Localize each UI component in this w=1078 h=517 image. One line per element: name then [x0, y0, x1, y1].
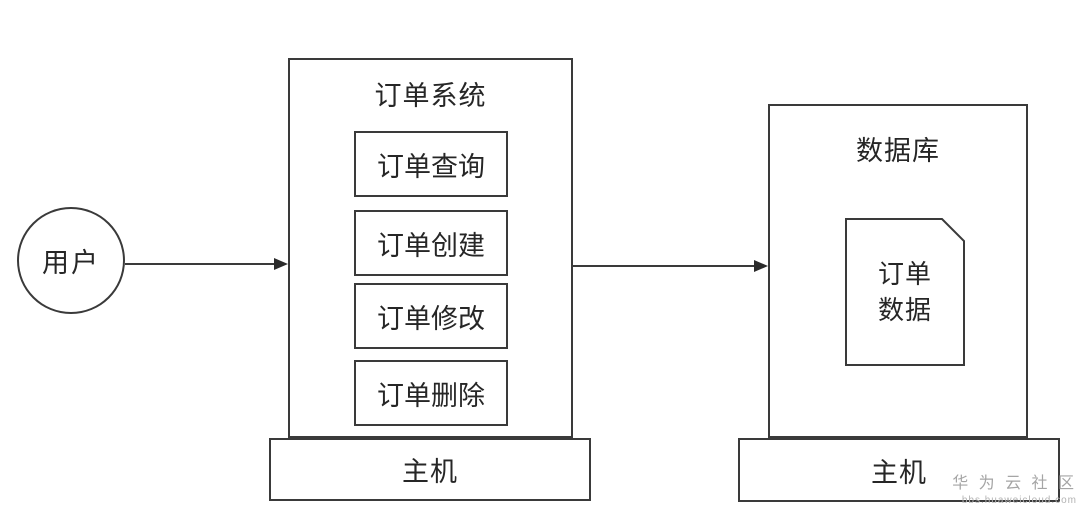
order-data-label-line2: 数据: [877, 295, 932, 325]
user-to-order-system-arrow: [125, 258, 288, 270]
database-box: 数据库 订单 数据: [768, 104, 1028, 438]
watermark-community-text: 华 为 云 社 区: [952, 475, 1077, 492]
module-order-create: 订单创建: [354, 210, 508, 276]
database-title: 数据库: [856, 136, 940, 166]
order-data-document-shape: 订单 数据: [845, 218, 965, 366]
order-system-to-database-arrow: [573, 260, 768, 272]
module-order-delete: 订单删除: [354, 360, 508, 426]
module-order-query: 订单查询: [354, 131, 508, 197]
order-data-label-line1: 订单: [877, 259, 932, 289]
order-data-label: 订单 数据: [845, 218, 965, 366]
database-host-box: 主机: [738, 438, 1060, 502]
user-actor-circle: 用户: [17, 207, 125, 314]
module-order-query-label: 订单查询: [377, 151, 485, 182]
database-host-label: 主机: [871, 457, 927, 488]
module-order-create-label: 订单创建: [377, 230, 485, 261]
order-system-host-label: 主机: [402, 457, 458, 487]
document-icon: [845, 218, 965, 366]
order-system-title: 订单系统: [374, 81, 487, 111]
module-order-modify: 订单修改: [354, 283, 508, 349]
order-system-host-box: 主机: [269, 438, 591, 501]
watermark: 华 为 云 社 区 bbs.huaweicloud.com: [952, 474, 1077, 506]
user-label: 用户: [42, 248, 100, 278]
order-system-box: 订单系统 订单查询 订单创建 订单修改 订单删除: [288, 58, 573, 438]
module-order-modify-label: 订单修改: [377, 303, 485, 334]
watermark-url-text: bbs.huaweicloud.com: [961, 495, 1077, 506]
module-order-delete-label: 订单删除: [377, 380, 485, 411]
